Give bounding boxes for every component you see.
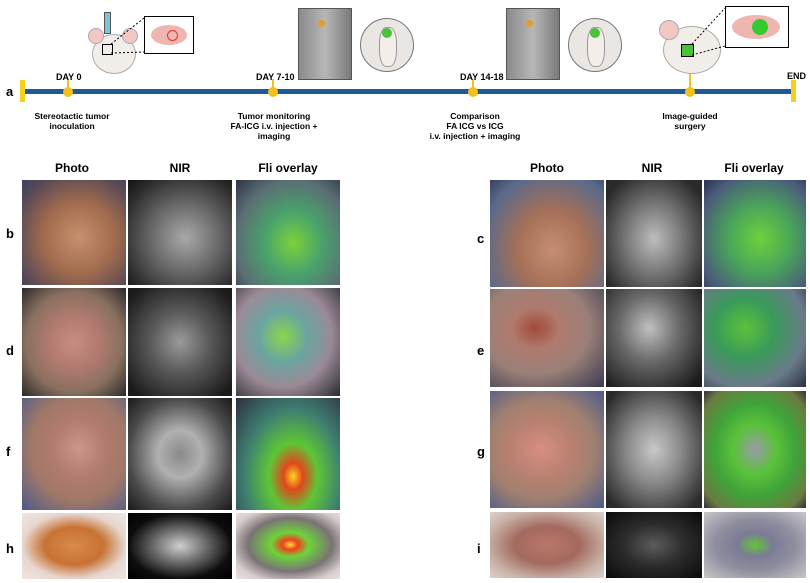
milestone-desc-1: Tumor monitoring FA-ICG i.v. injection +… xyxy=(224,111,324,141)
photo-image-f xyxy=(22,398,126,510)
photo-image-g xyxy=(490,391,604,508)
milestone-dot-0 xyxy=(63,87,73,97)
mouse-imaging-zoom-2 xyxy=(568,18,622,72)
fluorescence-spot-icon-2 xyxy=(590,28,600,38)
timeline-end-cap xyxy=(791,80,796,102)
timeline-start-cap xyxy=(20,80,25,102)
mouse-injection-illustration xyxy=(88,8,198,78)
injection-site-box xyxy=(102,44,113,55)
cabinet-indicator-icon xyxy=(318,20,325,27)
milestone-dot-1 xyxy=(268,87,278,97)
panel-letter-d: d xyxy=(6,343,14,358)
photo-image-i xyxy=(490,512,604,578)
photo-image-c xyxy=(490,180,604,287)
fluorescence-spot-icon xyxy=(382,28,392,38)
photo-image-d xyxy=(22,288,126,396)
milestone-stem-3 xyxy=(689,69,691,95)
milestone-desc-3: Image-guided surgery xyxy=(650,111,730,131)
panel-letter-g: g xyxy=(477,444,485,459)
fli-overlay-image-e xyxy=(704,289,806,387)
panel-letter-f: f xyxy=(6,444,11,459)
panel-letter-b: b xyxy=(6,226,14,241)
panel-letter-i: i xyxy=(477,541,481,556)
milestone-desc-0-line1: Stereotactic tumor xyxy=(34,111,110,121)
panel-letter-h: h xyxy=(6,541,14,556)
left-col-header-fli: Fli overlay xyxy=(258,161,318,175)
mouse-imaging-zoom xyxy=(360,18,414,72)
panel-letter-c: c xyxy=(477,231,485,246)
right-col-header-photo: Photo xyxy=(530,161,564,175)
imaging-cabinet-2 xyxy=(506,8,560,80)
surgery-mouse-ear xyxy=(659,20,679,40)
surgery-illustration xyxy=(655,2,795,84)
fli-overlay-image-f xyxy=(236,398,340,510)
zoom-lines xyxy=(110,17,145,54)
milestone-day-0: DAY 0 xyxy=(56,72,82,82)
imaging-system-illustration-1 xyxy=(290,4,420,84)
syringe-icon xyxy=(104,12,111,34)
milestone-desc-0-line2: inoculation xyxy=(49,121,95,131)
nir-image-c xyxy=(606,180,702,287)
right-col-header-fli: Fli overlay xyxy=(724,161,784,175)
milestone-desc-3-line2: surgery xyxy=(674,121,706,131)
photo-image-b xyxy=(22,180,126,285)
fli-overlay-image-d xyxy=(236,288,340,396)
nir-image-f xyxy=(128,398,232,510)
milestone-desc-0: Stereotactic tumor inoculation xyxy=(22,111,122,131)
end-label: END xyxy=(787,71,807,81)
milestone-desc-2: Comparison FA ICG vs ICG i.v. injection … xyxy=(420,111,530,141)
milestone-day-2: DAY 14-18 xyxy=(460,72,504,82)
surgery-site-box xyxy=(681,44,694,57)
milestone-desc-2-line3: i.v. injection + imaging xyxy=(429,131,521,141)
mouse-ear-left xyxy=(88,28,104,44)
fli-overlay-image-h xyxy=(236,513,340,579)
timeline-bar xyxy=(22,89,794,94)
nir-image-b xyxy=(128,180,232,285)
fli-overlay-image-b xyxy=(236,180,340,285)
left-col-header-photo: Photo xyxy=(55,161,89,175)
nir-image-e xyxy=(606,289,702,387)
photo-image-h xyxy=(22,513,126,579)
nir-image-i xyxy=(606,512,702,578)
milestone-desc-3-line1: Image-guided xyxy=(662,111,718,121)
surgery-brain-zoom-box xyxy=(725,6,789,48)
milestone-dot-2 xyxy=(468,87,478,97)
milestone-desc-1-line2: FA-ICG i.v. injection + xyxy=(230,121,318,131)
panel-letter-a: a xyxy=(6,84,14,99)
tumor-target-icon xyxy=(167,30,178,41)
fli-overlay-image-g xyxy=(704,391,806,508)
imaging-system-illustration-2 xyxy=(498,4,628,84)
left-col-header-nir: NIR xyxy=(169,161,191,175)
surgery-tumor-fluorescence-icon xyxy=(752,19,768,35)
cabinet-indicator-icon-2 xyxy=(526,20,533,27)
milestone-desc-1-line1: Tumor monitoring xyxy=(237,111,311,121)
milestone-desc-2-line1: Comparison xyxy=(450,111,500,121)
surgery-zoom-lines xyxy=(691,7,726,56)
imaging-cabinet xyxy=(298,8,352,80)
brain-zoom-box xyxy=(144,16,194,54)
nir-image-h xyxy=(128,513,232,579)
milestone-desc-2-line2: FA ICG vs ICG xyxy=(446,121,504,131)
panel-letter-e: e xyxy=(477,343,485,358)
photo-image-e xyxy=(490,289,604,387)
nir-image-g xyxy=(606,391,702,508)
nir-image-d xyxy=(128,288,232,396)
milestone-dot-3 xyxy=(685,87,695,97)
right-col-header-nir: NIR xyxy=(641,161,663,175)
milestone-desc-1-line3: imaging xyxy=(257,131,291,141)
milestone-day-1: DAY 7-10 xyxy=(256,72,295,82)
fli-overlay-image-i xyxy=(704,512,806,578)
fli-overlay-image-c xyxy=(704,180,806,287)
